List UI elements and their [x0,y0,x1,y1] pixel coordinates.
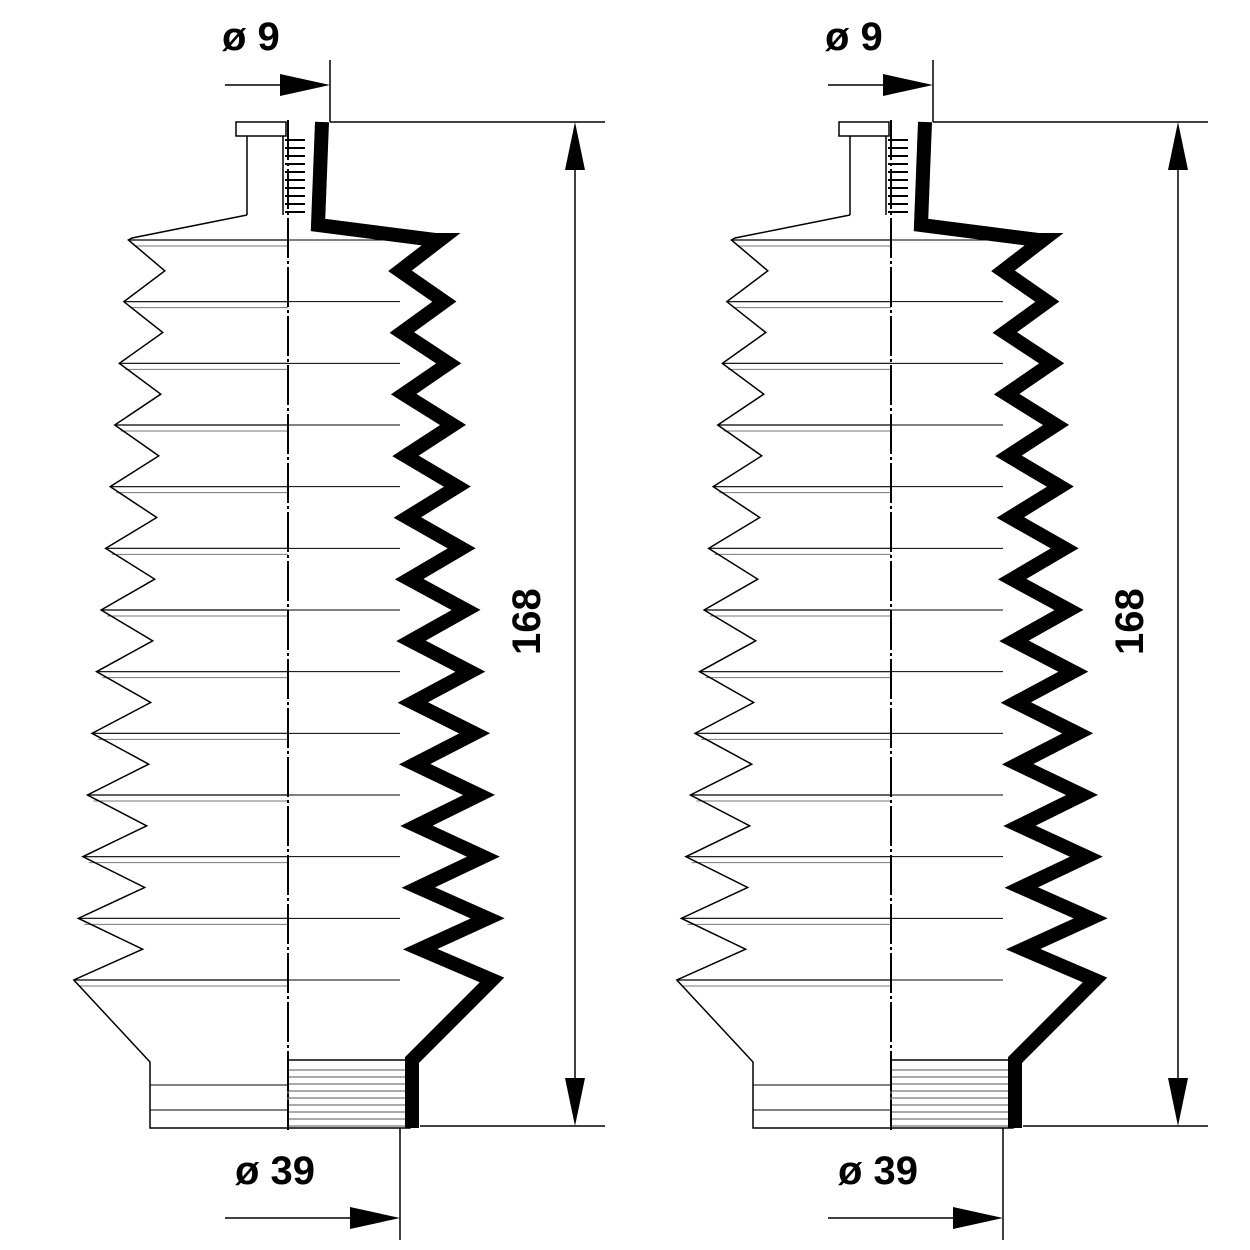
length-label: 168 [1108,588,1152,655]
bellows-outline [675,214,891,1129]
bellows-wall-section [913,121,1108,1128]
bellows-drawing-left: ø 9 ø 39 168 [72,15,605,1240]
bellows-wall-section [310,121,505,1128]
top-diameter-label: ø 9 [222,15,280,59]
neck-cap [838,121,890,137]
bottom-diameter-label: ø 39 [838,1149,918,1193]
arrow-right-icon [883,74,933,96]
neck-cap [235,121,287,137]
top-diameter-label: ø 9 [825,15,883,59]
bottom-diameter-label: ø 39 [235,1149,315,1193]
bellows-outline [72,214,288,1129]
arrow-right-icon [280,74,330,96]
arrow-down-icon [565,1078,585,1126]
arrow-right-icon [953,1207,1003,1229]
arrow-down-icon [1168,1078,1188,1126]
bellows-drawing-right: ø 9 ø 39 168 [675,15,1208,1240]
arrow-up-icon [565,122,585,170]
arrow-right-icon [350,1207,400,1229]
bellows-shape [675,60,1208,1240]
neck [849,136,887,215]
length-label: 168 [505,588,549,655]
neck [246,136,284,215]
arrow-up-icon [1168,122,1188,170]
bellows-shape [72,60,605,1240]
